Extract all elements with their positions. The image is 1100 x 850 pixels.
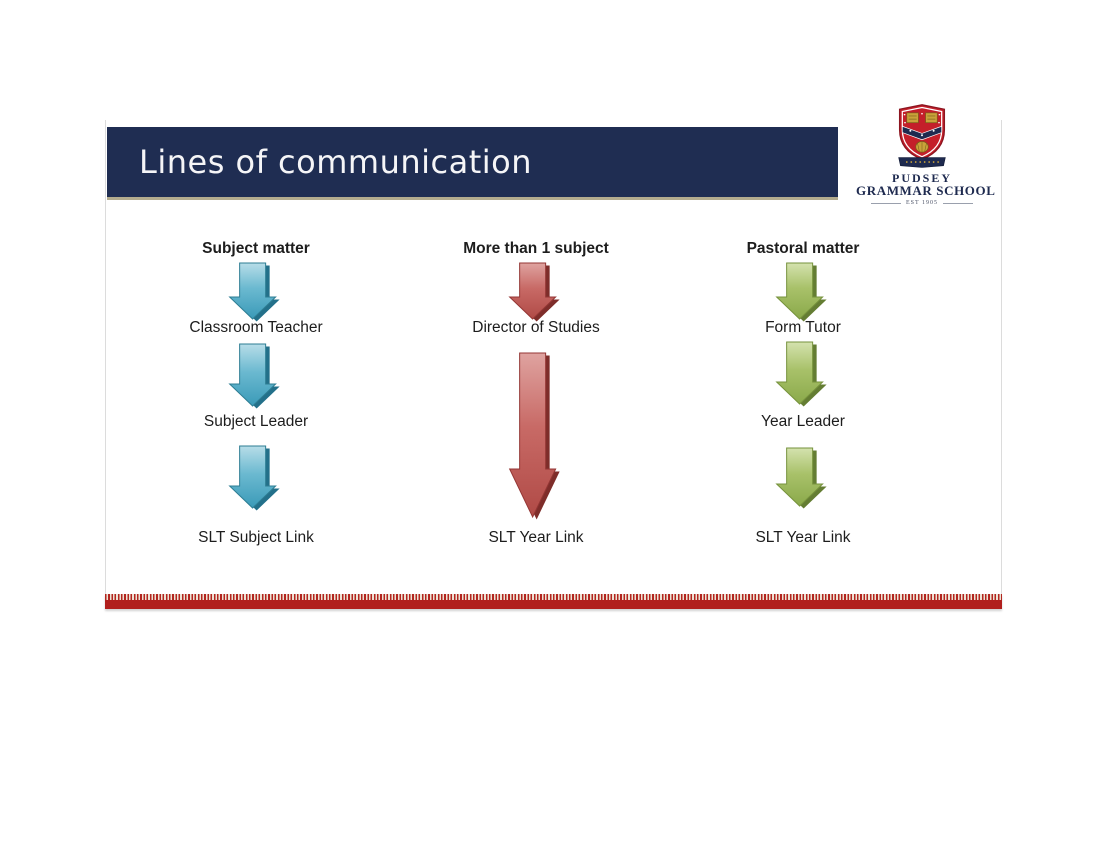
down-arrow-icon: [508, 352, 560, 520]
step-label: Classroom Teacher: [189, 319, 323, 336]
logo-established-row: EST 1905: [856, 200, 988, 206]
footer-strip-solid: [105, 600, 1002, 609]
column-pastoral-matter: Pastoral matter Form Tutor Year Leader S…: [693, 120, 913, 560]
rule-right: [943, 202, 974, 204]
step-label: SLT Year Link: [755, 529, 851, 546]
school-logo: PUDSEY GRAMMAR SCHOOL EST 1905: [856, 103, 996, 206]
column-more-than-one-subject: More than 1 subject Director of Studies …: [426, 120, 646, 560]
slide-title: Lines of communication: [139, 143, 533, 181]
column-header: More than 1 subject: [463, 240, 609, 257]
logo-established-text: EST 1905: [905, 200, 939, 206]
logo-school-name-line2: GRAMMAR SCHOOL: [856, 183, 996, 198]
step-label: SLT Subject Link: [198, 529, 314, 546]
slide: Lines of communication Subject matter Cl…: [105, 120, 1002, 609]
step-label: SLT Year Link: [488, 529, 584, 546]
down-arrow-icon: [508, 262, 560, 322]
column-header: Pastoral matter: [746, 240, 860, 257]
step-label: Director of Studies: [472, 319, 600, 336]
footer-strip-ribs: [105, 594, 1002, 600]
down-arrow-icon: [775, 341, 827, 407]
logo-school-name-line1: PUDSEY: [891, 171, 952, 185]
rule-left: [870, 202, 901, 204]
down-arrow-icon: [775, 447, 827, 509]
step-label: Year Leader: [761, 413, 845, 430]
column-subject-matter: Subject matter Classroom Teacher Subject…: [146, 120, 366, 560]
step-label: Form Tutor: [765, 319, 841, 336]
down-arrow-icon: [228, 445, 280, 511]
down-arrow-icon: [228, 343, 280, 409]
footer-strip: [105, 594, 1002, 609]
title-bar: Lines of communication: [107, 127, 838, 197]
down-arrow-icon: [228, 262, 280, 322]
down-arrow-icon: [775, 262, 827, 322]
school-crest-icon: [898, 104, 946, 168]
step-label: Subject Leader: [203, 413, 309, 430]
column-header: Subject matter: [202, 240, 310, 257]
